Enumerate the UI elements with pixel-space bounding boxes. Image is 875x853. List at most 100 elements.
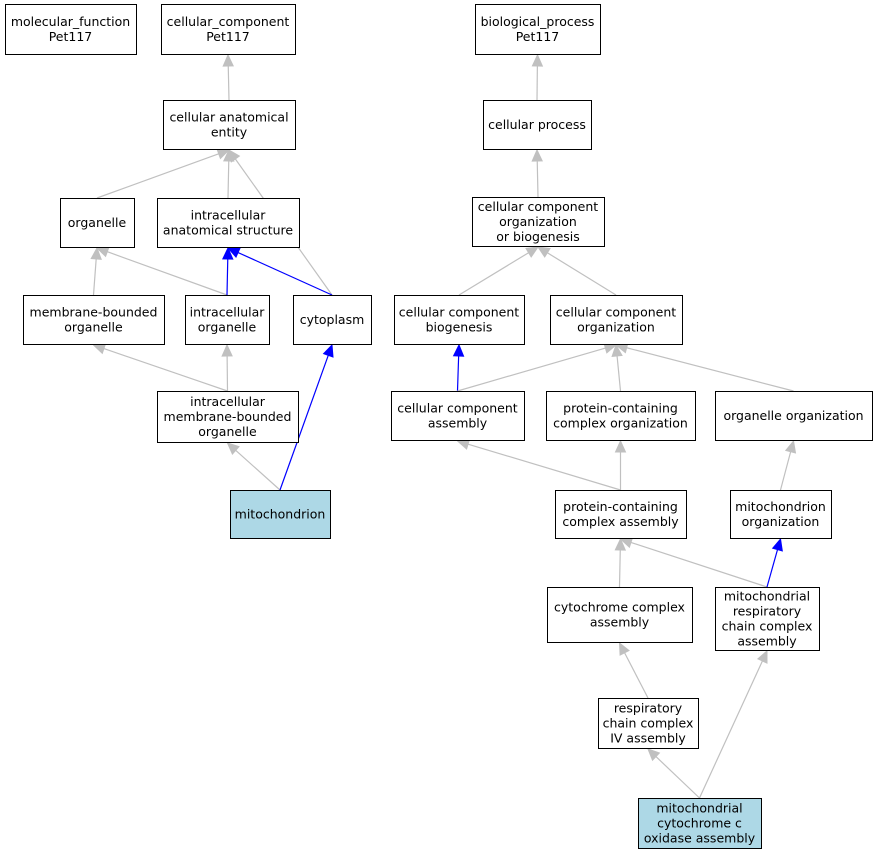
edge-arrowhead (618, 641, 630, 656)
term-node-oo[interactable]: organelle organization (715, 391, 873, 441)
edge-line (226, 258, 229, 296)
edge-cae-to-cc_root (222, 53, 234, 101)
term-label-line: cellular component (397, 401, 517, 416)
term-box (475, 4, 601, 55)
edge-line (96, 153, 219, 199)
term-node-cp[interactable]: cellular process (483, 100, 592, 150)
term-label-line: intracellular (190, 305, 266, 320)
term-box (394, 295, 525, 345)
edge-oo-to-cco (614, 342, 794, 392)
edge-line (616, 355, 622, 392)
term-label-line: cellular_component (167, 14, 290, 29)
edge-line (618, 549, 621, 588)
term-label-line: cytochrome complex (554, 600, 685, 615)
term-node-organelle[interactable]: organelle (60, 198, 135, 248)
edge-arrowhead (222, 246, 234, 260)
edge-line (227, 65, 230, 101)
edge-pcca-to-pcco (614, 439, 627, 490)
edge-arrowhead (614, 439, 627, 453)
term-box (715, 587, 820, 651)
edge-mito-to-cytoplasm (279, 343, 334, 491)
edge-line (626, 347, 794, 392)
term-label-line: assembly (737, 634, 797, 649)
term-label-line: molecular_function (11, 14, 130, 29)
edge-line (547, 252, 617, 296)
edge-line (107, 251, 228, 296)
term-label-line: mitochondrion (235, 507, 326, 522)
edge-arrowhead (784, 439, 797, 454)
edge-line (624, 652, 649, 699)
edge-imbo-to-io (221, 343, 233, 392)
edge-line (237, 251, 333, 296)
edge-arrowhead (647, 748, 661, 762)
edge-arrowhead (536, 246, 551, 258)
term-label-line: organelle (68, 215, 127, 230)
edge-arrowhead (611, 343, 623, 357)
term-label-line: IV assembly (610, 731, 686, 746)
edge-arrowhead (228, 149, 241, 163)
term-box (23, 295, 165, 345)
edge-organelle-to-cae (96, 148, 231, 199)
term-label-line: Pet117 (49, 29, 93, 44)
term-label-line: complex organization (553, 416, 688, 431)
edge-mito-to-imbo (226, 442, 281, 491)
edge-line (279, 355, 329, 491)
edge-line (235, 449, 281, 491)
term-box (550, 295, 683, 345)
edge-arrowhead (525, 246, 540, 258)
term-label-line: mitochondrion (735, 499, 826, 514)
edge-line (458, 252, 529, 296)
term-label-line: organization (742, 514, 820, 529)
term-node-mito[interactable]: mitochondrion (230, 490, 331, 539)
term-label-line: organelle (198, 320, 257, 335)
edge-arrowhead (222, 53, 234, 67)
edge-arrowhead (531, 53, 544, 67)
term-box (547, 587, 693, 643)
term-label-line: organelle organization (723, 408, 863, 423)
term-label-line: oxidase assembly (644, 831, 756, 846)
edge-cytoplasm-to-ias (226, 247, 333, 296)
term-label-line: respiratory (614, 701, 683, 716)
edge-cca-to-cco (457, 342, 618, 392)
term-label-line: cytochrome c (657, 816, 742, 831)
term-box (157, 391, 299, 443)
term-label-line: organization (499, 214, 577, 229)
term-label-line: organelle (198, 424, 257, 439)
term-box (472, 197, 605, 247)
edge-line (92, 258, 97, 296)
term-label-line: anatomical structure (163, 223, 293, 238)
term-box (5, 4, 137, 55)
edge-arrowhead (771, 537, 783, 552)
term-node-cytoplasm[interactable]: cytoplasm (293, 295, 372, 345)
edge-imbo-to-mbo (92, 343, 228, 392)
term-label-line: or biogenesis (496, 229, 580, 244)
term-box (391, 391, 525, 441)
term-label-line: membrane-bounded (30, 305, 158, 320)
term-label-line: intracellular (191, 208, 267, 223)
edge-line (456, 355, 460, 392)
edge-arrowhead (531, 148, 543, 162)
edge-line (103, 348, 228, 392)
term-box (598, 698, 699, 749)
